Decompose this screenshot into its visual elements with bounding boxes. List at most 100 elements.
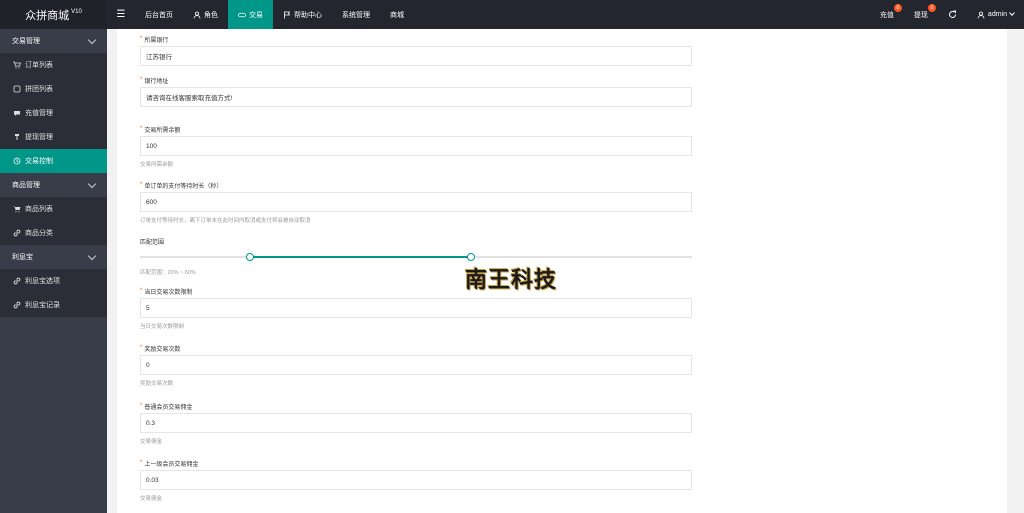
- reward-count-input[interactable]: 0: [140, 355, 692, 375]
- sidebar-item-label: 利息宝记录: [25, 302, 60, 309]
- upper-commission-input[interactable]: 0.03: [140, 470, 692, 490]
- upper-commission-label: 上一级会员交易佣金: [144, 461, 199, 468]
- tab-label: 帮助中心: [294, 11, 322, 19]
- member-commission-label: 普通会员交易佣金: [144, 404, 193, 411]
- sidebar-group-goods[interactable]: 商品管理: [0, 173, 107, 197]
- recharge-button[interactable]: 充值 0: [870, 0, 904, 29]
- user-icon: [977, 11, 985, 19]
- tab-trade[interactable]: 交易: [228, 0, 273, 29]
- member-commission-input[interactable]: 0.3: [140, 413, 692, 433]
- required-mark: *: [140, 288, 143, 294]
- min-balance-help: 交易所需余额: [140, 162, 174, 168]
- min-balance-input[interactable]: 100: [140, 136, 692, 156]
- field-label: *普通会员交易佣金: [140, 401, 692, 411]
- withdraw-button[interactable]: 提现 0: [904, 0, 938, 29]
- slider-bar: [250, 256, 472, 258]
- field-member-commission: *普通会员交易佣金 0.3 交易佣金: [140, 401, 692, 445]
- sidebar-item-recharge[interactable]: 充值管理: [0, 101, 107, 125]
- link-icon: [13, 229, 21, 237]
- pay-wait-help: 订单支付等待时长，离下订单未在此时间内取消或支付将会被自动取消: [140, 218, 311, 224]
- user-menu[interactable]: admin: [967, 0, 1024, 29]
- recharge-badge: 0: [893, 4, 902, 12]
- chevron-down-icon: [87, 179, 97, 188]
- chevron-down-icon: [87, 251, 97, 260]
- refresh-icon[interactable]: [938, 0, 967, 29]
- sidebar-group-interest[interactable]: 利息宝: [0, 245, 107, 269]
- main-content: *所属银行 江苏银行 *银行地址 请咨询在线客服索取充值方式! *交易所需余额 …: [117, 29, 1007, 513]
- sidebar-item-trade-control[interactable]: 交易控制: [0, 149, 107, 173]
- field-label: *单订单的支付等待时长（秒）: [140, 180, 692, 190]
- required-mark: *: [140, 403, 143, 409]
- sidebar-item-label: 提现管理: [25, 134, 53, 141]
- tab-label: 交易: [249, 11, 263, 19]
- sidebar-item-label: 充值管理: [25, 110, 53, 117]
- sidebar-item-label: 利息宝选项: [25, 278, 60, 285]
- chat-icon: [13, 109, 21, 117]
- field-daily-limit: *当日交易次数限制 5 当日交易次数限制: [140, 286, 692, 330]
- daily-limit-help: 当日交易次数限制: [140, 324, 185, 330]
- bank-address-input[interactable]: 请咨询在线客服索取充值方式!: [140, 87, 692, 107]
- sidebar-item-goods-list[interactable]: 商品列表: [0, 197, 107, 221]
- daily-limit-input[interactable]: 5: [140, 298, 692, 318]
- daily-limit-label: 当日交易次数限制: [144, 289, 193, 296]
- tab-label: 后台首页: [145, 11, 173, 19]
- tab-mall[interactable]: 商城: [380, 0, 414, 29]
- sidebar-group-trade[interactable]: 交易管理: [0, 29, 107, 53]
- watermark-logo: 南王科技: [458, 259, 564, 297]
- tab-home[interactable]: 后台首页: [135, 0, 183, 29]
- upper-commission-help: 交易佣金: [140, 496, 163, 502]
- reward-count-help: 奖励交易次数: [140, 381, 174, 387]
- sidebar-item-withdraw[interactable]: 提现管理: [0, 125, 107, 149]
- cart-icon: [13, 61, 21, 69]
- field-label: *当日交易次数限制: [140, 286, 692, 296]
- tab-label: 系统管理: [342, 11, 370, 19]
- menu-toggle-icon[interactable]: ☰: [116, 9, 126, 20]
- tab-system[interactable]: 系统管理: [332, 0, 380, 29]
- sidebar-item-label: 订单列表: [25, 62, 53, 69]
- tab-help[interactable]: 帮助中心: [273, 0, 332, 29]
- sidebar-group-label: 商品管理: [12, 182, 40, 189]
- match-range-label: 匹配范围: [140, 239, 165, 246]
- field-match-range: 匹配范围 匹配范围：20% ~ 60%: [140, 236, 692, 276]
- sidebar-item-label: 交易控制: [25, 158, 53, 165]
- app-version: V10: [71, 8, 82, 15]
- sidebar-group-label: 交易管理: [12, 38, 40, 45]
- member-commission-help: 交易佣金: [140, 439, 163, 445]
- field-label: *奖励交易次数: [140, 343, 692, 353]
- field-bank: *所属银行 江苏银行: [140, 34, 692, 66]
- required-mark: *: [140, 182, 143, 188]
- tab-role[interactable]: 角色: [183, 0, 228, 29]
- field-bank-address: *银行地址 请咨询在线客服索取充值方式!: [140, 75, 692, 107]
- slider-handle-max[interactable]: [467, 253, 476, 261]
- sidebar-item-goods-category[interactable]: 商品分类: [0, 221, 107, 245]
- required-mark: *: [140, 77, 143, 83]
- match-range-slider[interactable]: [140, 250, 692, 264]
- reward-count-label: 奖励交易次数: [144, 346, 181, 353]
- link-icon: [13, 301, 21, 309]
- withdraw-label: 提现: [913, 11, 928, 19]
- field-label: *银行地址: [140, 75, 692, 85]
- clock-icon: [13, 157, 21, 165]
- flag-icon: [283, 11, 291, 19]
- watermark-text: 南王科技: [464, 267, 557, 293]
- sidebar-item-interest-options[interactable]: 利息宝选项: [0, 269, 107, 293]
- pay-wait-input[interactable]: 600: [140, 192, 692, 212]
- withdraw-badge: 0: [927, 4, 936, 12]
- required-mark: *: [140, 460, 143, 466]
- sidebar-item-orders[interactable]: 订单列表: [0, 53, 107, 77]
- match-range-help: 匹配范围：20% ~ 60%: [140, 270, 196, 276]
- sidebar-item-interest-records[interactable]: 利息宝记录: [0, 293, 107, 317]
- bank-input[interactable]: 江苏银行: [140, 46, 692, 66]
- bank-address-label: 银行地址: [144, 78, 169, 85]
- username: admin: [987, 11, 1007, 18]
- required-mark: *: [140, 36, 143, 42]
- link-icon: [13, 277, 21, 285]
- field-pay-wait: *单订单的支付等待时长（秒） 600 订单支付等待时长，离下订单未在此时间内取消…: [140, 180, 692, 224]
- field-reward-count: *奖励交易次数 0 奖励交易次数: [140, 343, 692, 387]
- sidebar-group-label: 利息宝: [12, 254, 33, 261]
- sidebar-item-groups[interactable]: 拼团列表: [0, 77, 107, 101]
- slider-handle-min[interactable]: [246, 253, 255, 261]
- field-min-balance: *交易所需余额 100 交易所需余额: [140, 124, 692, 168]
